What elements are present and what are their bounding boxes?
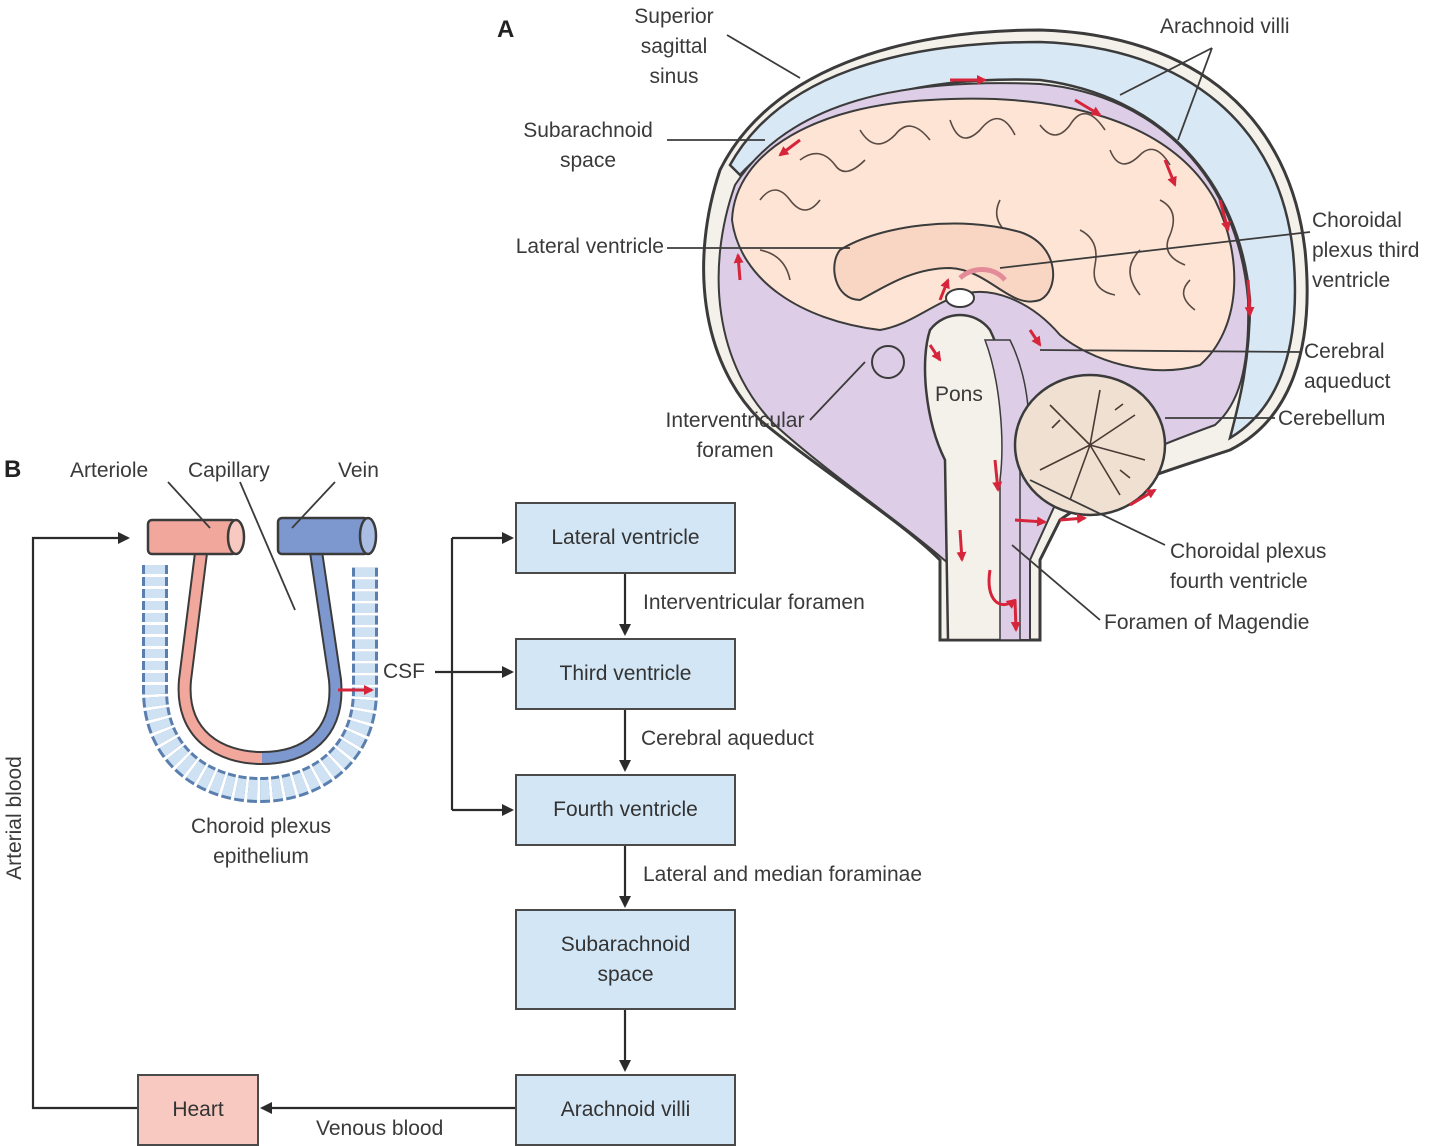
pituitary-loop — [871, 345, 905, 379]
panel-b-leader-lines — [167, 481, 336, 611]
label-arachnoid-villi: Arachnoid villi — [1160, 15, 1290, 38]
panel-a-leader-lines — [667, 34, 1311, 621]
flow-box-fourth-ventricle: Fourth ventricle — [515, 774, 736, 846]
connector-label-lateral-median-foraminae: Lateral and median foraminae — [643, 863, 923, 886]
flow-box-arachnoid-villi: Arachnoid villi — [515, 1074, 736, 1146]
connector-label-interventricular-foramen: Interventricular foramen — [643, 591, 865, 614]
capillary-venous-fill — [261, 544, 341, 763]
label-choroid-plexus-epithelium: Choroid plexus epithelium — [190, 815, 332, 868]
label-subarachnoid-space: Subarachnoid space — [523, 119, 653, 172]
label-choroidal-plexus-third: Choroidal plexus third ventricle — [1312, 209, 1420, 292]
cerebellum-folia — [1039, 389, 1146, 501]
label-arteriole: Arteriole — [70, 459, 149, 482]
csf-flow-arrows — [733, 75, 1255, 632]
arteriole-cylinder — [146, 518, 246, 556]
choroid-plexus-third-shape — [958, 267, 1007, 282]
panel-a-letter: A — [497, 16, 515, 43]
label-superior-sagittal-sinus: Superior sagittal sinus — [634, 5, 714, 88]
panel-b-letter: B — [4, 456, 22, 483]
label-lateral-ventricle: Lateral ventricle — [515, 235, 664, 258]
label-capillary: Capillary — [188, 459, 270, 482]
flow-box-third-ventricle: Third ventricle — [515, 638, 736, 710]
label-cerebral-aqueduct: Cerebral aqueduct — [1304, 340, 1391, 393]
label-vein: Vein — [338, 459, 379, 482]
capillary-arterial-fill — [179, 544, 263, 763]
choroid-plexus-illustration — [142, 481, 378, 804]
flow-box-lateral-ventricle: Lateral ventricle — [515, 502, 736, 574]
label-arterial-blood: Arterial blood — [3, 756, 26, 880]
label-choroidal-plexus-fourth: Choroidal plexus fourth ventricle — [1170, 540, 1327, 593]
label-interventricular-foramen: Interventricular foramen — [665, 409, 805, 462]
label-pons: Pons — [935, 383, 983, 406]
flow-box-heart: Heart — [137, 1074, 259, 1146]
fourth-ventricle — [983, 339, 1030, 641]
lateral-ventricle-shape — [833, 222, 1054, 303]
label-venous-blood: Venous blood — [316, 1117, 444, 1140]
epithelium-cells — [145, 565, 375, 801]
flowchart-connectors — [31, 532, 631, 1114]
superior-sagittal-sinus — [728, 40, 1297, 441]
third-ventricle-opening — [945, 288, 975, 308]
label-csf: CSF — [383, 660, 425, 683]
vein-cylinder — [276, 516, 378, 556]
brain-illustration — [667, 28, 1311, 642]
label-foramen-of-magendie: Foramen of Magendie — [1104, 611, 1310, 634]
connector-label-cerebral-aqueduct: Cerebral aqueduct — [641, 727, 814, 750]
flow-box-subarachnoid-space: Subarachnoid space — [515, 909, 736, 1010]
label-cerebellum: Cerebellum — [1278, 407, 1386, 430]
